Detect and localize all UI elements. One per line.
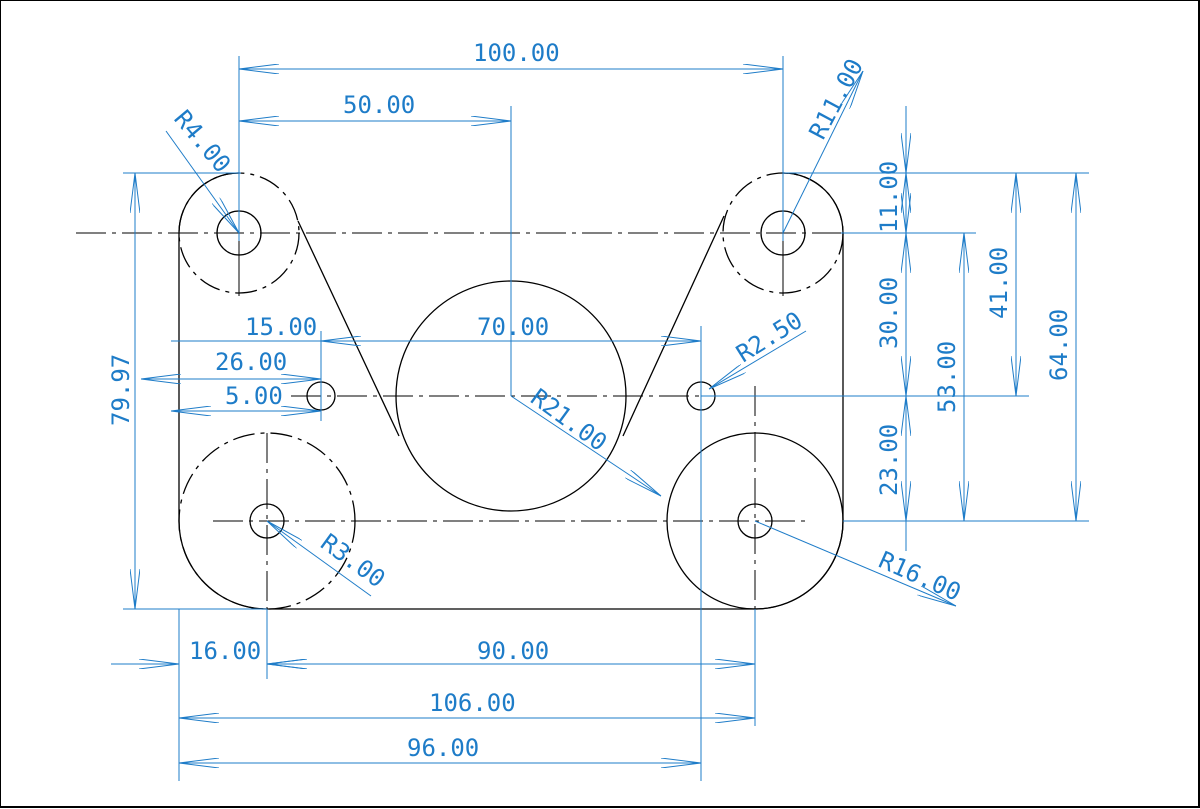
tangent-line-right	[622, 215, 725, 437]
dim-96: 96.00	[407, 734, 479, 762]
dim-53: 53.00	[933, 341, 961, 413]
dim-5: 5.00	[225, 382, 283, 410]
dim-41: 41.00	[985, 247, 1013, 319]
dim-30: 30.00	[875, 277, 903, 349]
dimension-lines	[111, 56, 1089, 781]
leader-r3	[267, 521, 372, 597]
dim-11: 11.00	[875, 161, 903, 233]
leader-r11	[782, 71, 863, 234]
dim-26: 26.00	[215, 348, 287, 376]
leader-r4	[165, 130, 239, 233]
dim-r21: R21.00	[525, 383, 612, 457]
dim-r16: R16.00	[875, 546, 966, 607]
dim-79-97: 79.97	[107, 354, 135, 426]
leader-r16	[754, 520, 956, 606]
dimension-texts: 100.00 50.00 R4.00 R11.00 11.00 41.00 64…	[107, 39, 1073, 762]
dim-90: 90.00	[477, 637, 549, 665]
dim-16: 16.00	[189, 637, 261, 665]
dim-64: 64.00	[1045, 309, 1073, 381]
leader-r2-5	[709, 330, 807, 389]
dim-r4: R4.00	[168, 105, 236, 178]
dim-50: 50.00	[343, 91, 415, 119]
dim-106: 106.00	[429, 689, 516, 717]
tangent-line-left	[297, 220, 400, 437]
leader-r21	[510, 395, 661, 496]
dim-70: 70.00	[477, 313, 549, 341]
dim-23: 23.00	[875, 424, 903, 496]
center-lines	[76, 171, 881, 609]
dim-15: 15.00	[245, 313, 317, 341]
dim-r11: R11.00	[804, 54, 869, 144]
dim-100: 100.00	[473, 39, 560, 67]
